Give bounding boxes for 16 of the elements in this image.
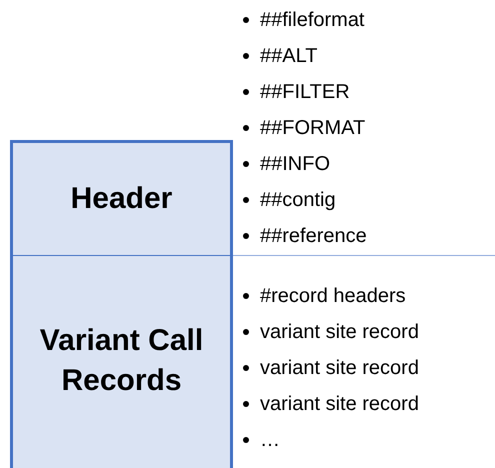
list-item: ##INFO bbox=[260, 152, 330, 177]
list-item: ##FORMAT bbox=[260, 116, 366, 141]
list-item: ##contig bbox=[260, 188, 336, 213]
list-item: variant site record bbox=[260, 320, 419, 345]
section-band bbox=[10, 140, 233, 256]
list-item: variant site record bbox=[260, 356, 419, 381]
section-band bbox=[10, 256, 233, 468]
list-item: … bbox=[260, 428, 280, 453]
list-item: ##fileformat bbox=[260, 8, 364, 33]
list-item: variant site record bbox=[260, 392, 419, 417]
list-item: ##FILTER bbox=[260, 80, 350, 105]
section-title: Variant Call Records bbox=[38, 323, 204, 399]
list-item: ##ALT bbox=[260, 44, 318, 69]
list-item: ##reference bbox=[260, 224, 367, 249]
section-title: Header bbox=[70, 181, 174, 217]
list-item: #record headers bbox=[260, 284, 406, 309]
